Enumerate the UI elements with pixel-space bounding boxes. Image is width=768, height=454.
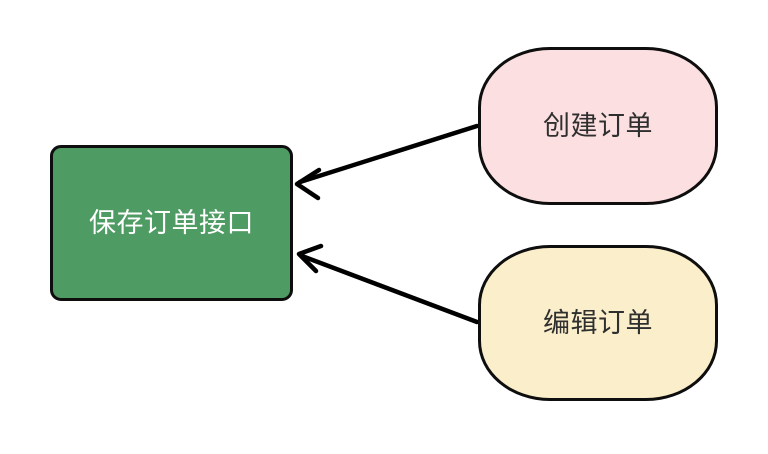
edge-create-to-save-arrowhead — [294, 167, 322, 201]
node-edit-order-label: 编辑订单 — [543, 307, 653, 338]
edge-create-to-save[interactable] — [294, 123, 480, 201]
edge-edit-to-save-arrowhead — [296, 243, 324, 274]
node-edit-order[interactable]: 编辑订单 — [478, 245, 718, 401]
edge-edit-to-save-line — [299, 253, 480, 325]
node-create-order[interactable]: 创建订单 — [478, 47, 718, 205]
edge-edit-to-save[interactable] — [296, 243, 480, 325]
node-create-order-label: 创建订单 — [543, 110, 653, 141]
node-save-order-interface[interactable]: 保存订单接口 — [50, 145, 293, 301]
node-save-order-interface-label: 保存订单接口 — [89, 207, 254, 238]
edge-create-to-save-line — [297, 123, 480, 185]
